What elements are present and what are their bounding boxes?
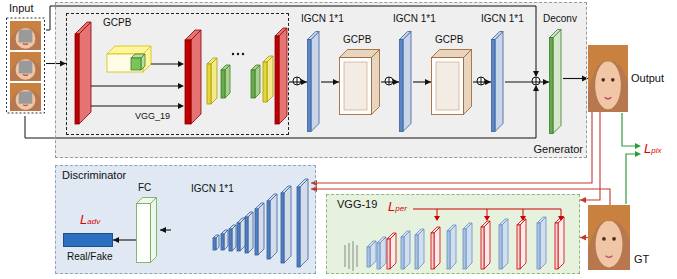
loss-line xyxy=(622,113,638,146)
node-label: GT xyxy=(634,253,649,266)
arrow-head xyxy=(333,79,339,85)
loss-label: Lper xyxy=(388,200,407,214)
arrow-head xyxy=(393,79,399,85)
vgg-panel: VGG-19 xyxy=(326,194,580,274)
arrow-head xyxy=(425,79,431,85)
output-image: Output xyxy=(588,45,668,112)
gcpb-block: GCPB xyxy=(339,49,381,115)
igcn-layer: IGCN 1*1 xyxy=(171,177,311,267)
node-label: IGCN 1*1 xyxy=(481,13,524,25)
input-images: Input xyxy=(5,2,46,114)
fc-layer: FC xyxy=(136,197,160,263)
connector xyxy=(505,81,549,82)
arrow-head xyxy=(160,227,166,233)
gcpb-block: GCPB xyxy=(431,49,473,115)
igcn-layer: IGCN 1*1 xyxy=(399,31,413,133)
illustration xyxy=(136,197,160,263)
deconv-layer: Deconv xyxy=(549,29,563,135)
output-box: Real/Fake xyxy=(63,233,113,247)
igcn-layer: IGCN 1*1 xyxy=(307,31,321,133)
node-label: GCPB xyxy=(343,34,371,46)
igcn-layer: IGCN 1*1 xyxy=(491,31,505,133)
arrow-head xyxy=(543,79,549,85)
illustration xyxy=(339,49,381,115)
arrow-head xyxy=(533,71,539,77)
arrow-head xyxy=(533,85,539,91)
arrow-head xyxy=(113,237,119,243)
illustration xyxy=(431,49,473,115)
node-label: Discriminator xyxy=(62,169,126,182)
panel-ground xyxy=(55,2,587,158)
loss-label: Ladv xyxy=(80,213,100,227)
gt-image: GT xyxy=(588,205,660,270)
illustration xyxy=(491,31,505,133)
arrow-head xyxy=(311,180,317,186)
node-label: IGCN 1*1 xyxy=(191,183,234,195)
illustration xyxy=(67,14,290,136)
arrow-head xyxy=(301,79,307,85)
node-label: Deconv xyxy=(543,13,577,25)
network-label: VGG_19 xyxy=(135,111,170,122)
node-label: VGG-19 xyxy=(337,198,377,211)
arrow-head xyxy=(485,79,491,85)
node-label: FC xyxy=(138,182,151,194)
gcpb-block: GCPB xyxy=(66,13,289,135)
illustration xyxy=(307,31,321,133)
node-label: Real/Fake xyxy=(67,251,113,263)
illustration xyxy=(399,31,413,133)
panel-ground xyxy=(326,194,580,274)
node-label: Output xyxy=(631,72,664,85)
node-label: GCPB xyxy=(435,34,463,46)
illustration xyxy=(549,29,563,135)
loss-line xyxy=(626,154,638,204)
arrow-head xyxy=(635,143,641,149)
panel-ground xyxy=(55,165,316,274)
node-label: Generator xyxy=(533,143,583,156)
illustration xyxy=(5,2,46,114)
arrow-head xyxy=(580,197,586,203)
generator-panel: GeneratorGCPBIGCN 1*1GCPBIGCN 1*1GCPBIGC… xyxy=(55,2,587,158)
loss-label: Lpix xyxy=(644,142,661,156)
arrow-head xyxy=(580,235,586,241)
arrow-head xyxy=(582,76,588,82)
node-label: IGCN 1*1 xyxy=(301,13,344,25)
node-label: Input xyxy=(9,2,33,15)
illustration xyxy=(588,45,628,112)
arrow-head xyxy=(635,151,641,157)
node-label: IGCN 1*1 xyxy=(393,13,436,25)
node-label: GCPB xyxy=(103,17,131,29)
arrow-head xyxy=(311,186,317,192)
illustration xyxy=(588,205,630,270)
connector xyxy=(580,112,600,200)
